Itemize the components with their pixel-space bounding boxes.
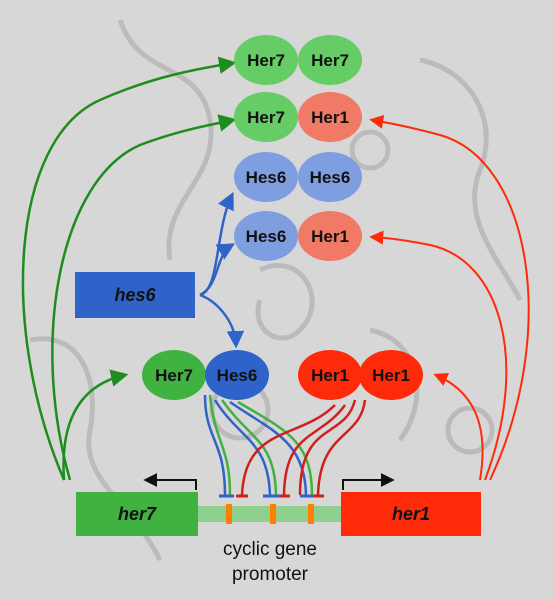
her1-activation-arrows	[369, 114, 530, 481]
hes6-activation-arrows	[199, 191, 245, 349]
dimer-her7-her7: Her7 Her7	[234, 35, 362, 85]
dimer-her7-hes6: Her7 Hes6	[142, 350, 269, 400]
dimer-hes6-hes6-left: Hes6	[246, 168, 287, 187]
dimer-hes6-hes6-right: Hes6	[310, 168, 351, 187]
arrow-her7-to-her7-hes6	[62, 369, 129, 481]
dimer-her7-her7-right: Her7	[311, 51, 349, 70]
dimer-her7-her7-left: Her7	[247, 51, 285, 70]
dimer-her1-her1-left: Her1	[311, 366, 349, 385]
arrow-hes6-to-hes6-hes6	[199, 191, 234, 297]
dimer-her7-hes6-left: Her7	[155, 366, 193, 385]
arrow-her7-to-her7-her1	[51, 114, 237, 481]
repression-lines	[203, 394, 367, 496]
gene-hes6-label: hes6	[114, 285, 156, 305]
dimer-her1-her1-right: Her1	[372, 366, 410, 385]
binding-site-2	[270, 504, 276, 524]
promoter-caption-line1: cyclic gene	[223, 539, 317, 560]
cyclic-gene-promoter	[198, 504, 343, 524]
gene-her1: her1	[341, 492, 481, 536]
gene-her1-label: her1	[392, 504, 430, 524]
gene-hes6: hes6	[75, 272, 195, 318]
binding-site-1	[226, 504, 232, 524]
arrow-her1-to-her7-her1	[369, 114, 530, 481]
gene-her7: her7	[76, 492, 198, 536]
arrow-hes6-to-hes6-her1	[199, 243, 236, 297]
dimer-her1-her1: Her1 Her1	[298, 350, 423, 400]
gene-her7-label: her7	[118, 504, 157, 524]
arrow-hes6-to-her7-hes6	[199, 293, 245, 349]
her1-tss-arrow	[342, 473, 395, 490]
her7-activation-arrows	[21, 56, 237, 481]
dimer-hes6-her1-right: Her1	[311, 227, 349, 246]
dimer-hes6-her1-left: Hes6	[246, 227, 287, 246]
arrow-her1-to-her1-her1	[433, 373, 484, 481]
promoter-caption-line2: promoter	[232, 564, 309, 585]
dimer-her7-her1: Her7 Her1	[234, 92, 362, 142]
transcription-arrows	[143, 473, 395, 490]
dimer-hes6-her1: Hes6 Her1	[234, 211, 362, 261]
dimer-her7-her1-right: Her1	[311, 108, 349, 127]
dimer-hes6-hes6: Hes6 Hes6	[234, 152, 362, 202]
arrow-her1-to-hes6-her1	[369, 230, 508, 481]
dimer-her7-her1-left: Her7	[247, 108, 285, 127]
her7-tss-arrow	[143, 473, 197, 490]
arrow-her7-to-her7-her7	[21, 56, 237, 481]
dimer-her7-hes6-right: Hes6	[217, 366, 258, 385]
binding-site-3	[308, 504, 314, 524]
